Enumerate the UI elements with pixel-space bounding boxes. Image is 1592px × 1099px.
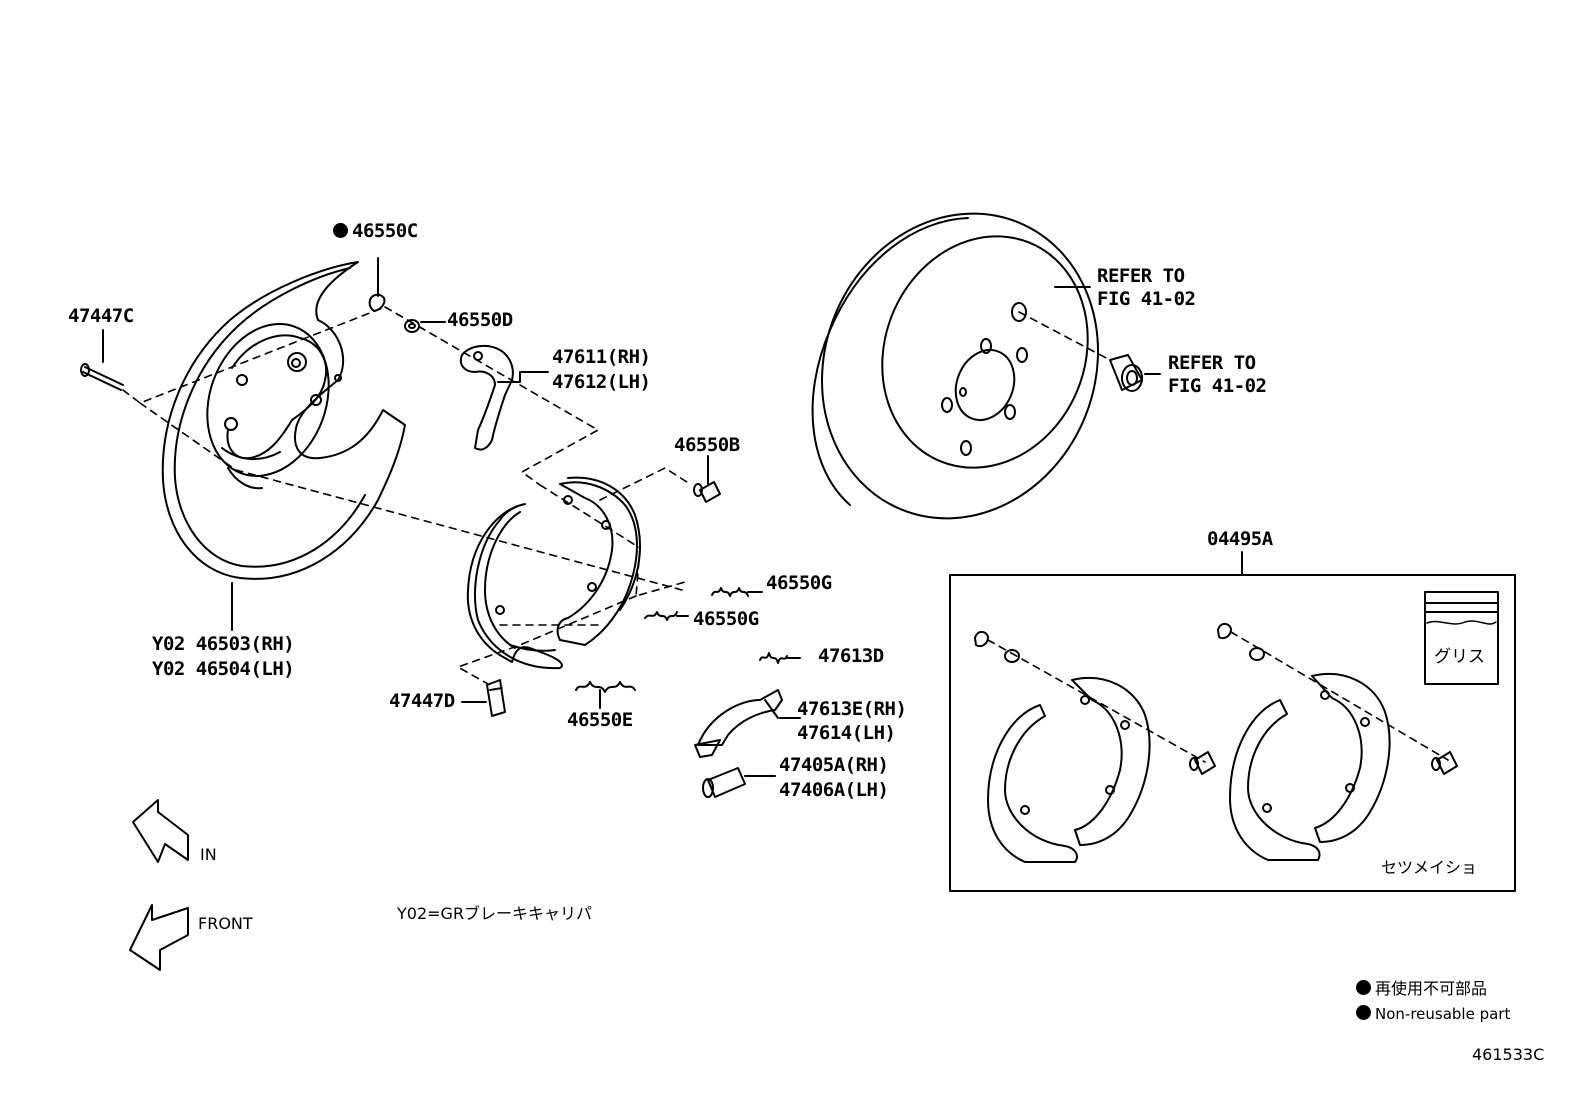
clip-47447d-drawing xyxy=(461,679,506,717)
adjuster-drawing xyxy=(702,767,776,798)
lever-drawing xyxy=(459,344,549,451)
in-arrow-label: IN xyxy=(200,845,217,864)
label-04495a: 04495A xyxy=(1207,528,1273,550)
label-46550b: 46550B xyxy=(674,434,740,456)
label-47612: 47612(LH) xyxy=(552,371,651,393)
bolt-46550b-drawing xyxy=(693,455,721,503)
label-47406a: 47406A(LH) xyxy=(779,779,889,801)
strut-drawing xyxy=(694,689,801,758)
label-47613e: 47613E(RH) xyxy=(797,698,907,720)
refer-to-rotor-line2: FIG 41-02 xyxy=(1097,288,1196,310)
front-arrow-icon xyxy=(129,904,189,971)
refer-to-plug-line2: FIG 41-02 xyxy=(1168,375,1267,397)
legend-jp: 再使用不可部品 xyxy=(1356,979,1487,999)
spring-47613d-drawing xyxy=(759,652,801,664)
spring-46550g-lower-drawing xyxy=(644,611,689,621)
grease-label: グリス xyxy=(1434,647,1485,667)
label-46504: Y02 46504(LH) xyxy=(152,658,295,680)
label-46550g-lower: 46550G xyxy=(693,608,759,630)
clip-46550c-drawing xyxy=(368,257,386,312)
legend-en-text: Non-reusable part xyxy=(1375,1005,1511,1023)
refer-to-plug-line1: REFER TO xyxy=(1168,352,1256,374)
in-arrow-icon xyxy=(132,799,189,863)
brake-shoes-drawing xyxy=(466,476,641,670)
label-46550c: 46550C xyxy=(333,219,418,243)
label-47611: 47611(RH) xyxy=(552,346,651,368)
non-reusable-dot-icon xyxy=(333,223,348,238)
label-46550c-text: 46550C xyxy=(352,220,418,242)
backing-plate-drawing xyxy=(161,261,406,580)
kit-box-drawing xyxy=(949,551,1516,892)
label-47405a: 47405A(RH) xyxy=(779,754,889,776)
label-47447c: 47447C xyxy=(68,305,134,327)
spring-46550e-drawing xyxy=(575,681,636,709)
manual-label: セツメイショ xyxy=(1381,858,1478,877)
figure-id: 461533C xyxy=(1472,1045,1545,1064)
y02-note: Y02=GRブレーキキャリパ xyxy=(397,904,593,923)
label-46503: Y02 46503(RH) xyxy=(152,633,295,655)
label-46550e: 46550E xyxy=(567,709,633,731)
front-arrow-label: FRONT xyxy=(198,914,253,933)
legend-dot-icon-2 xyxy=(1356,1005,1371,1020)
label-46550d: 46550D xyxy=(447,309,513,331)
brake-rotor-drawing xyxy=(811,212,1099,520)
legend-en: Non-reusable part xyxy=(1356,1004,1510,1024)
hole-plug-drawing xyxy=(1109,354,1161,392)
legend-dot-icon xyxy=(1356,980,1371,995)
label-47613d: 47613D xyxy=(818,645,884,667)
refer-to-rotor-line1: REFER TO xyxy=(1097,265,1185,287)
label-47614: 47614(LH) xyxy=(797,722,896,744)
pin-47447c-drawing xyxy=(80,329,124,391)
legend-jp-text: 再使用不可部品 xyxy=(1375,979,1488,998)
label-46550g-upper: 46550G xyxy=(766,572,832,594)
label-47447d: 47447D xyxy=(389,690,455,712)
assembly-dashed-lines xyxy=(122,306,1111,685)
kit-dashed-lines xyxy=(987,631,1449,763)
spring-46550g-upper-drawing xyxy=(711,587,763,597)
